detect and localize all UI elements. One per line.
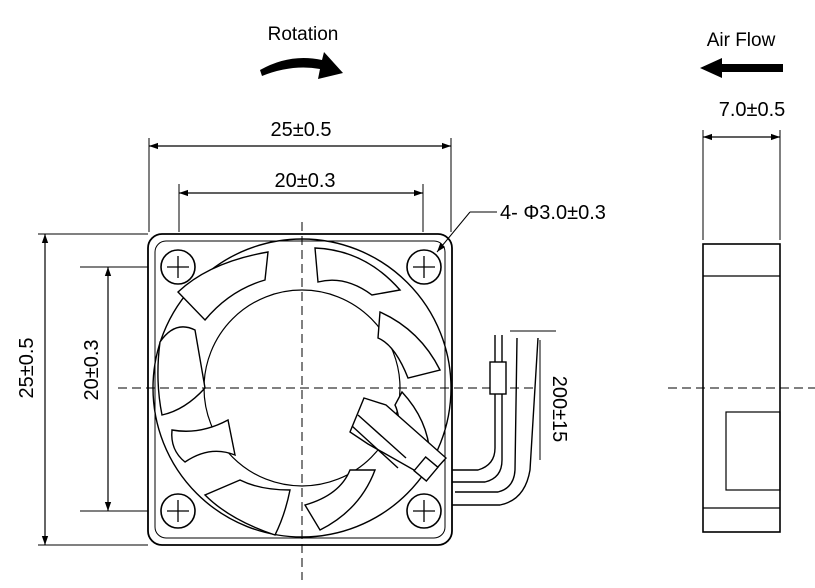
lead-wires: [452, 335, 539, 506]
width-inner-label: 20±0.3: [274, 170, 335, 192]
height-outer-label: 25±0.5: [16, 337, 38, 398]
fan-blade: [203, 479, 291, 536]
connector-housing: [349, 397, 447, 483]
cable-length-label: 200±15: [548, 376, 570, 443]
cable-length-dimension: 200±15: [510, 330, 570, 460]
hole-callout: 4- Φ3.0±0.3: [436, 202, 606, 253]
fan-frame-outer: [147, 233, 453, 546]
rotation-label: Rotation: [268, 24, 339, 45]
height-outer-dimension: 25±0.5: [16, 233, 148, 546]
fan-blades: [157, 247, 442, 536]
fan-blade: [157, 326, 206, 416]
side-view: Air Flow 7.0±0.5: [668, 30, 815, 533]
fan-blade: [177, 251, 269, 322]
thickness-dimension: 7.0±0.5: [702, 99, 786, 240]
fan-blade: [303, 469, 377, 531]
width-outer-label: 25±0.5: [270, 119, 331, 141]
fan-blade: [377, 310, 442, 379]
hole-callout-label: 4- Φ3.0±0.3: [500, 202, 606, 224]
width-outer-dimension: 25±0.5: [148, 119, 452, 232]
mounting-hole-bottom-left: [160, 493, 196, 529]
height-inner-dimension: 20±0.3: [80, 266, 148, 512]
mounting-hole-top-right: [406, 249, 442, 285]
thickness-label: 7.0±0.5: [719, 99, 786, 121]
height-inner-label: 20±0.3: [81, 339, 103, 400]
fan-blade: [314, 247, 402, 296]
width-inner-dimension: 20±0.3: [178, 170, 424, 232]
front-center-lines: [118, 222, 538, 580]
mounting-hole-top-left: [160, 249, 196, 285]
airflow-arrow-icon: [700, 58, 783, 78]
rotation-arrow-icon: [260, 52, 343, 79]
airflow-label: Air Flow: [707, 30, 776, 51]
mounting-hole-bottom-right: [406, 493, 442, 529]
fan-frame-inner: [154, 240, 446, 539]
fan-blade: [171, 418, 236, 463]
side-connector-outline: [725, 411, 781, 491]
front-view: Rotation 25±0.5 20±0.3 25±0.5: [16, 24, 606, 580]
mounting-holes: [160, 249, 442, 529]
